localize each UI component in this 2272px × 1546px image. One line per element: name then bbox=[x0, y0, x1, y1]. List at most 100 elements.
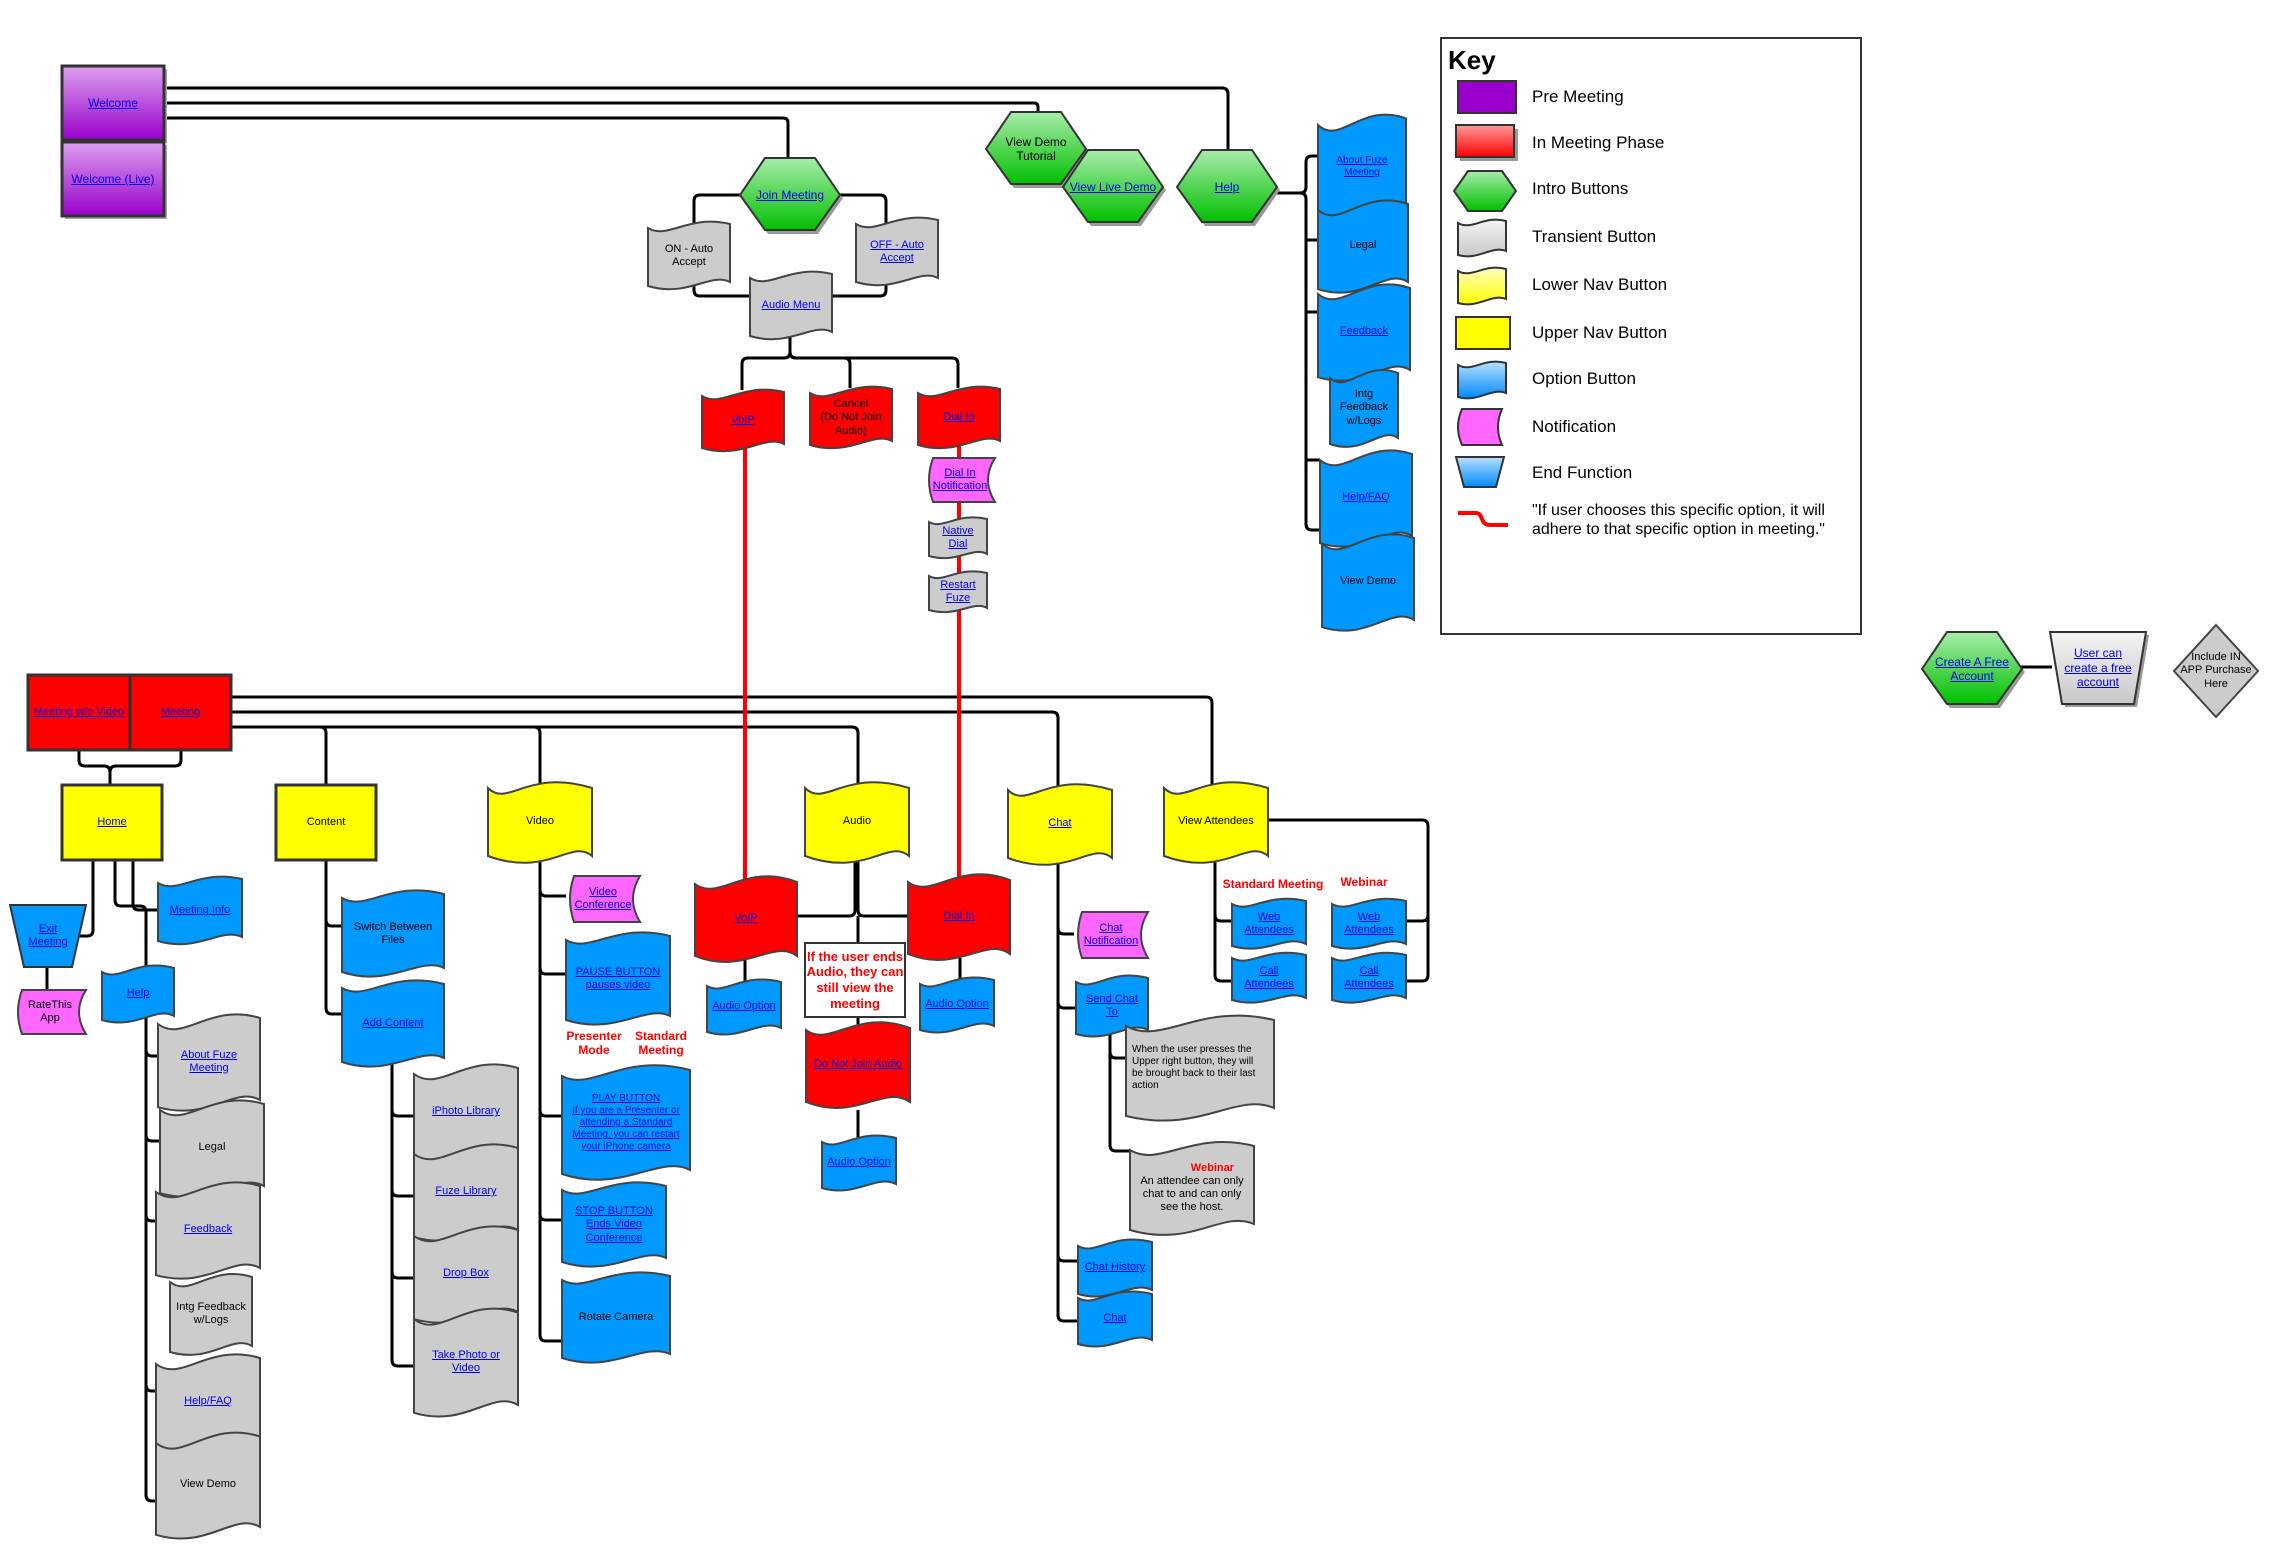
dial-in-notification-label[interactable]: Dial In Notification bbox=[932, 466, 988, 492]
dial-in-meeting-button[interactable]: Dial In bbox=[907, 870, 1011, 964]
do-not-join-audio-option[interactable]: Audio Option bbox=[821, 1134, 897, 1192]
audio-menu-label[interactable]: Audio Menu bbox=[761, 299, 821, 312]
welcome-live-label[interactable]: Welcome (Live) bbox=[71, 171, 155, 186]
add-content-label[interactable]: Add Content bbox=[362, 1017, 424, 1030]
voip-pre-button[interactable]: VoIP bbox=[701, 388, 785, 454]
video-nav-button[interactable]: Video bbox=[487, 778, 593, 866]
user-can-create-label[interactable]: User can create a free account bbox=[2064, 646, 2132, 690]
standard-web-attendees-label[interactable]: Web Attendees bbox=[1244, 910, 1294, 936]
native-dial-button[interactable]: Native Dial bbox=[928, 516, 988, 560]
voip-meeting-button[interactable]: VoIP bbox=[694, 872, 798, 966]
standard-web-attendees[interactable]: Web Attendees bbox=[1231, 897, 1307, 950]
home-help-item[interactable]: Intg Feedback w/Logs bbox=[169, 1272, 253, 1356]
top-help-item[interactable]: Feedback bbox=[1317, 282, 1411, 382]
welcome-label[interactable]: Welcome bbox=[88, 95, 138, 110]
home-help-button[interactable]: Help bbox=[101, 964, 175, 1024]
help-intro-label[interactable]: Help bbox=[1214, 179, 1240, 194]
do-not-join-audio-option-label[interactable]: Audio Option bbox=[827, 1156, 891, 1169]
pause-button-label[interactable]: PAUSE BUTTON pauses video bbox=[575, 965, 661, 991]
play-button-node[interactable]: PLAY BUTTON If you are a Presenter or at… bbox=[561, 1062, 691, 1184]
rate-app-notification[interactable]: RateThis App bbox=[14, 989, 88, 1035]
home-nav-button[interactable]: Home bbox=[60, 783, 164, 862]
do-not-join-audio-label[interactable]: Do Not Join Audio bbox=[813, 1058, 903, 1071]
pause-button-node[interactable]: PAUSE BUTTON pauses video bbox=[565, 930, 671, 1028]
video-conference-notification[interactable]: Video Conference bbox=[566, 875, 642, 923]
off-auto-accept-button[interactable]: OFF - Auto Accept bbox=[855, 216, 939, 288]
create-free-account-label[interactable]: Create A Free Account bbox=[1934, 654, 2010, 683]
exit-meeting-label[interactable]: Exit Meeting bbox=[28, 922, 68, 948]
restart-fuze-label[interactable]: Restart Fuze bbox=[940, 578, 976, 604]
exit-meeting-button[interactable]: Exit Meeting bbox=[8, 904, 88, 968]
switch-files-button[interactable]: Switch Between Files bbox=[341, 888, 445, 980]
chat-option-button[interactable]: Chat bbox=[1077, 1290, 1153, 1348]
standard-call-attendees[interactable]: Call Attendees bbox=[1231, 951, 1307, 1004]
view-live-demo-label[interactable]: View Live Demo bbox=[1069, 179, 1157, 194]
content-source-item-label[interactable]: Take Photo or Video bbox=[432, 1348, 500, 1374]
native-dial-label[interactable]: Native Dial bbox=[942, 524, 974, 550]
view-attendees-nav-button[interactable]: View Attendees bbox=[1163, 778, 1269, 866]
home-help-item-label[interactable]: Feedback bbox=[183, 1223, 233, 1236]
dial-in-audio-option[interactable]: Audio Option bbox=[919, 976, 995, 1034]
send-chat-to-button[interactable]: Send Chat To bbox=[1075, 974, 1149, 1038]
top-help-item-label[interactable]: About Fuze Meeting bbox=[1336, 155, 1388, 178]
meeting-no-video-label[interactable]: Meeting w/o Video bbox=[33, 705, 125, 718]
chat-notification-label[interactable]: Chat Notification bbox=[1083, 921, 1139, 947]
content-source-item-label[interactable]: iPhoto Library bbox=[432, 1105, 500, 1118]
content-source-item-label[interactable]: Drop Box bbox=[443, 1267, 489, 1280]
dial-in-audio-option-label[interactable]: Audio Option bbox=[925, 998, 989, 1011]
audio-nav-button[interactable]: Audio bbox=[804, 778, 910, 866]
rotate-camera-button[interactable]: Rotate Camera bbox=[561, 1270, 671, 1366]
dial-in-pre-label[interactable]: Dial In bbox=[943, 411, 975, 424]
user-can-create-account[interactable]: User can create a free account bbox=[2048, 631, 2149, 707]
stop-button-label[interactable]: STOP BUTTON Ends Video Conference bbox=[575, 1205, 653, 1244]
chat-history-button[interactable]: Chat History bbox=[1077, 1238, 1153, 1298]
chat-notification[interactable]: Chat Notification bbox=[1074, 911, 1150, 959]
voip-meeting-label[interactable]: VoIP bbox=[734, 912, 758, 925]
content-nav-button[interactable]: Content bbox=[274, 783, 378, 862]
create-free-account-button[interactable]: Create A Free Account bbox=[1920, 631, 2025, 708]
meeting-info-label[interactable]: Meeting Info bbox=[169, 904, 231, 917]
on-auto-accept-button[interactable]: ON - Auto Accept bbox=[647, 220, 731, 292]
webinar-web-attendees[interactable]: Web Attendees bbox=[1331, 897, 1407, 950]
dial-in-meeting-label[interactable]: Dial In bbox=[943, 910, 975, 923]
do-not-join-audio-button[interactable]: Do Not Join Audio bbox=[805, 1018, 911, 1112]
content-source-item-label[interactable]: Fuze Library bbox=[435, 1185, 497, 1198]
home-help-item[interactable]: About Fuze Meeting bbox=[157, 1012, 261, 1112]
stop-button-node[interactable]: STOP BUTTON Ends Video Conference bbox=[561, 1180, 667, 1270]
meeting-info-button[interactable]: Meeting Info bbox=[157, 875, 243, 947]
join-meeting-label[interactable]: Join Meeting bbox=[755, 187, 825, 202]
top-help-item[interactable]: Intg Feedback w/Logs bbox=[1329, 368, 1399, 448]
top-help-item-label[interactable]: Feedback bbox=[1339, 325, 1389, 338]
home-help-label[interactable]: Help bbox=[126, 987, 150, 1000]
top-help-item[interactable]: View Demo bbox=[1321, 532, 1415, 632]
view-live-demo-button[interactable]: View Live Demo bbox=[1061, 149, 1166, 226]
send-chat-to-label[interactable]: Send Chat To bbox=[1086, 992, 1138, 1018]
view-demo-tutorial-button[interactable]: View Demo Tutorial bbox=[984, 111, 1089, 188]
home-help-item[interactable]: View Demo bbox=[155, 1430, 261, 1540]
audio-menu-button[interactable]: Audio Menu bbox=[749, 270, 833, 342]
standard-call-attendees-label[interactable]: Call Attendees bbox=[1244, 964, 1294, 990]
meeting-no-video-screen[interactable]: Meeting w/o Video bbox=[26, 673, 132, 752]
welcome-live-screen[interactable]: Welcome (Live) bbox=[60, 140, 167, 219]
cancel-audio-button[interactable]: Cancel (Do Not Join Audio) bbox=[809, 385, 893, 451]
home-help-item-label[interactable]: About Fuze Meeting bbox=[180, 1048, 238, 1074]
webinar-call-attendees[interactable]: Call Attendees bbox=[1331, 951, 1407, 1004]
help-intro-button[interactable]: Help bbox=[1175, 149, 1280, 226]
voip-audio-option[interactable]: Audio Option bbox=[706, 978, 782, 1036]
top-help-item[interactable]: Legal bbox=[1317, 198, 1409, 294]
home-help-item-label[interactable]: Help/FAQ bbox=[184, 1395, 232, 1408]
play-button-label[interactable]: PLAY BUTTON If you are a Presenter or at… bbox=[572, 1093, 680, 1152]
dial-in-pre-button[interactable]: Dial In bbox=[917, 385, 1001, 451]
home-help-item[interactable]: Feedback bbox=[155, 1180, 261, 1280]
meeting-label[interactable]: Meeting bbox=[160, 705, 201, 718]
voip-pre-label[interactable]: VoIP bbox=[731, 414, 755, 427]
restart-fuze-button[interactable]: Restart Fuze bbox=[928, 570, 988, 614]
off-auto-accept-label[interactable]: OFF - Auto Accept bbox=[870, 238, 924, 264]
voip-audio-option-label[interactable]: Audio Option bbox=[712, 1000, 776, 1013]
join-meeting-button[interactable]: Join Meeting bbox=[738, 157, 843, 234]
home-label[interactable]: Home bbox=[97, 815, 127, 828]
webinar-call-attendees-label[interactable]: Call Attendees bbox=[1344, 964, 1394, 990]
chat-history-label[interactable]: Chat History bbox=[1084, 1261, 1146, 1274]
top-help-item[interactable]: About Fuze Meeting bbox=[1317, 112, 1407, 222]
dial-in-notification[interactable]: Dial In Notification bbox=[925, 457, 997, 503]
